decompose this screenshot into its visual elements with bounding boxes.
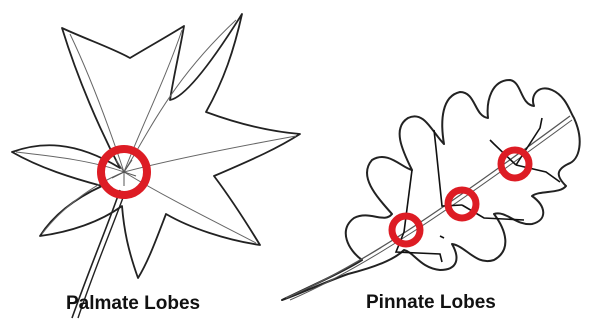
pinnate-leaf-outline: [282, 80, 580, 300]
pinnate-midrib: [286, 116, 570, 298]
pinnate-lobes-label: Pinnate Lobes: [366, 292, 496, 314]
pinnate-veins: [396, 118, 560, 262]
palmate-veins: [16, 20, 296, 243]
palmate-leaf-outline: [12, 14, 300, 278]
palmate-lobes-label: Palmate Lobes: [66, 293, 200, 315]
pinnate-leaf: [282, 80, 580, 300]
palmate-leaf: [12, 14, 300, 318]
